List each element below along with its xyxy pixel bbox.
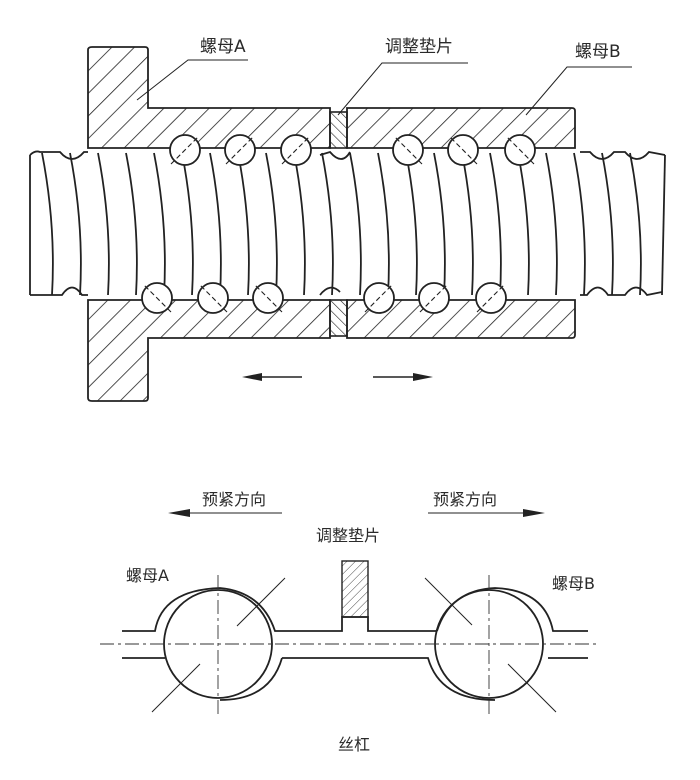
screw-label: 丝杠 (338, 735, 370, 754)
screw-shaft (29, 150, 666, 296)
thread-line (41, 152, 54, 296)
contact-angle-line (281, 135, 311, 165)
shim-lower (329, 299, 348, 337)
thread-line (461, 152, 474, 296)
screw-profile-mid (219, 657, 496, 701)
contact-line-a (236, 577, 286, 627)
thread-line (601, 152, 614, 296)
nut-b-lower (346, 299, 576, 339)
thread-line (433, 152, 446, 296)
nut-a-leader (136, 59, 248, 101)
thread-line (517, 152, 530, 296)
shim (341, 560, 369, 618)
nut-a-label: 螺母A (200, 37, 246, 57)
thread-lines (41, 152, 642, 296)
thread-line (377, 152, 390, 296)
thread-line (349, 152, 362, 296)
contact-angle-line (393, 135, 423, 165)
contact-angle-line (225, 135, 255, 165)
thread-line (405, 152, 418, 296)
contact-angle-line (170, 135, 200, 165)
contact-line-b (424, 577, 473, 626)
nut-a-label-bottom: 螺母A (126, 566, 169, 585)
preload-right-label: 预紧方向 (433, 490, 497, 509)
bottom-contact-view: 预紧方向 预紧方向 调整垫片 螺母A 螺母B 丝杠 (100, 490, 600, 754)
nut-b-label-bottom: 螺母B (552, 574, 595, 593)
contact-angle-line (142, 283, 172, 313)
contact-angle-line (419, 283, 449, 313)
preload-left-arrow (168, 509, 282, 517)
thread-line (125, 152, 138, 296)
thread-line (97, 152, 110, 296)
contact-angle-line (476, 283, 506, 313)
thread-line (265, 152, 278, 296)
preload-left-label: 预紧方向 (202, 490, 266, 509)
top-section-view: 螺母A 调整垫片 螺母B (29, 37, 666, 402)
preload-right-arrow (428, 509, 545, 517)
shim-label: 调整垫片 (385, 37, 453, 57)
left-arrow (242, 373, 302, 381)
contact-angle-line (448, 135, 478, 165)
thread-line (489, 152, 502, 296)
nut-b-leader (525, 66, 632, 116)
thread-line (237, 152, 250, 296)
contact-angle-line (364, 283, 394, 313)
thread-line (321, 152, 334, 296)
thread-line (573, 152, 586, 296)
right-arrow (373, 373, 433, 381)
nut-a-lower (87, 299, 331, 402)
thread-line (153, 152, 166, 296)
thread-line (209, 152, 222, 296)
shim-upper (329, 111, 348, 149)
thread-line (545, 152, 558, 296)
contact-angle-line (505, 135, 535, 165)
contact-angle-line (198, 283, 228, 313)
nut-a-upper (87, 46, 331, 149)
thread-line (293, 152, 306, 296)
balls (141, 134, 536, 314)
thread-line (181, 152, 194, 296)
contact-angle-line (253, 283, 283, 313)
shim-label-bottom: 调整垫片 (316, 526, 380, 545)
thread-line (629, 152, 642, 296)
thread-line (69, 152, 82, 296)
nut-a-profile (122, 587, 437, 632)
nut-b-label: 螺母B (575, 42, 621, 62)
shim-leader (337, 62, 468, 116)
